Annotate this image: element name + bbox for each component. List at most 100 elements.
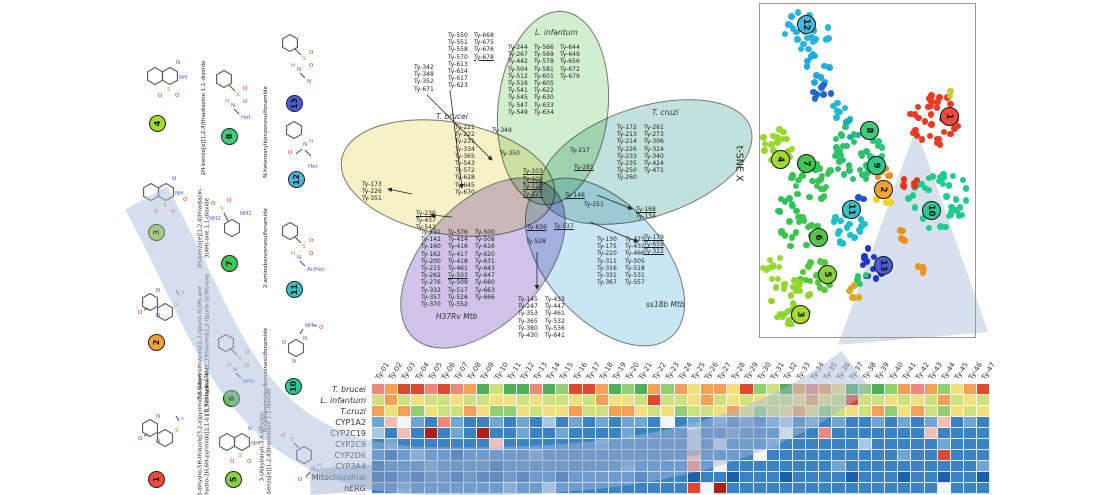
heatmap-cell (477, 439, 491, 450)
heatmap-cell (450, 439, 465, 450)
heatmap-cell (819, 417, 833, 428)
heatmap-cell (766, 450, 780, 461)
venn-compound-id: Ty-350 (500, 150, 520, 157)
svg-text:N: N (156, 288, 160, 294)
svg-text:S: S (302, 244, 306, 250)
heatmap-cell (595, 395, 609, 406)
heatmap-cell (411, 450, 425, 461)
tsne-data-point (808, 222, 815, 229)
heatmap-cell (529, 461, 544, 472)
heatmap-cell (569, 384, 583, 395)
heatmap-cell (687, 472, 701, 483)
venn-compound-id: Ty-247 (518, 303, 538, 311)
venn-compound-id: Ty-103 (523, 168, 543, 175)
tsne-data-point (813, 91, 821, 98)
heatmap-cell (608, 384, 622, 395)
heatmap-cell (372, 483, 386, 494)
venn-compound-id: Ty-220 (597, 250, 617, 258)
venn-compound-id: Ty-623 (448, 82, 468, 90)
heatmap-cell (753, 483, 767, 494)
heatmap-cell (871, 483, 886, 494)
heatmap-cell (608, 483, 622, 494)
heatmap-cell (911, 384, 925, 395)
heatmap-cell (714, 406, 728, 417)
venn-compound-id: Ty-672 (560, 65, 580, 73)
venn-compound-id: Ty-351 (362, 195, 382, 203)
venn-compound-id: Ty-424 (644, 159, 664, 167)
svg-text:H: H (227, 363, 231, 369)
heatmap-cell (819, 450, 833, 461)
heatmap-cell (858, 395, 872, 406)
tsne-data-point (800, 40, 807, 48)
heatmap-cell (766, 428, 780, 439)
heatmap-cell (740, 395, 754, 406)
heatmap-cell (977, 450, 991, 461)
heatmap-cell (556, 461, 570, 472)
heatmap-cell (700, 450, 715, 461)
heatmap-cell (727, 428, 741, 439)
heatmap-cell (477, 406, 491, 417)
heatmap-cell (674, 428, 688, 439)
venn-compound-id: Ty-671 (414, 85, 434, 93)
heatmap-cell (437, 483, 451, 494)
tsne-data-point (791, 277, 798, 284)
heatmap-cell (372, 384, 386, 395)
heatmap-cell (372, 417, 386, 428)
tsne-data-point (907, 110, 914, 118)
heatmap-cell (424, 450, 438, 461)
heatmap-cell (464, 406, 478, 417)
venn-set-label-3: H37Rv Mtb (436, 312, 478, 321)
tsne-data-point (836, 158, 843, 165)
heatmap-cell (385, 417, 399, 428)
tsne-data-point (833, 144, 840, 151)
heatmap-cell (964, 439, 978, 450)
venn-compound-id: Ty-526 (448, 293, 468, 301)
venn-compound-id: Ty-142 (421, 236, 441, 244)
heatmap-cell (819, 483, 833, 494)
heatmap-cell (529, 395, 544, 406)
tsne-data-point (797, 45, 805, 53)
venn-compound-id: Ty-433 (545, 296, 565, 303)
tsne-cluster-badge-7: 7 (796, 153, 816, 173)
venn-compound-id: Ty-213 (617, 131, 637, 139)
heatmap-cell (569, 450, 583, 461)
tsne-cluster-badge-12: 12 (796, 14, 816, 34)
svg-text:O: O (319, 325, 324, 331)
heatmap-cell (543, 472, 557, 483)
heatmap-cell (635, 406, 649, 417)
heatmap-cell (937, 395, 951, 406)
heatmap-cell (437, 472, 451, 483)
heatmap-cell (621, 417, 636, 428)
heatmap-cell (385, 439, 399, 450)
tsne-data-point (816, 165, 823, 172)
heatmap-cell (766, 439, 780, 450)
heatmap-cell (529, 417, 544, 428)
svg-text:H: H (317, 463, 321, 469)
heatmap-cell (793, 384, 807, 395)
heatmap-cell (766, 472, 780, 483)
heatmap-cell (727, 472, 741, 483)
tsne-data-point (787, 292, 795, 299)
heatmap-cell (714, 461, 728, 472)
svg-text:H: H (291, 63, 295, 69)
heatmap-cell (858, 417, 872, 428)
svg-text:O: O (158, 93, 163, 99)
heatmap-cell (503, 461, 517, 472)
svg-text:O: O (282, 340, 287, 346)
heatmap-cell (569, 417, 583, 428)
tsne-data-point (936, 94, 943, 101)
tsne-data-point (795, 218, 803, 226)
venn-compound-id: Ty-512 (508, 72, 528, 80)
venn-compound-id: Ty-461 (448, 264, 468, 272)
tsne-data-point (911, 204, 919, 211)
heatmap-cell (398, 384, 412, 395)
heatmap-cell (543, 406, 557, 417)
heatmap-cell (464, 384, 478, 395)
venn-compound-id: Ty-145 (518, 296, 538, 303)
tsne-data-point (818, 195, 825, 202)
